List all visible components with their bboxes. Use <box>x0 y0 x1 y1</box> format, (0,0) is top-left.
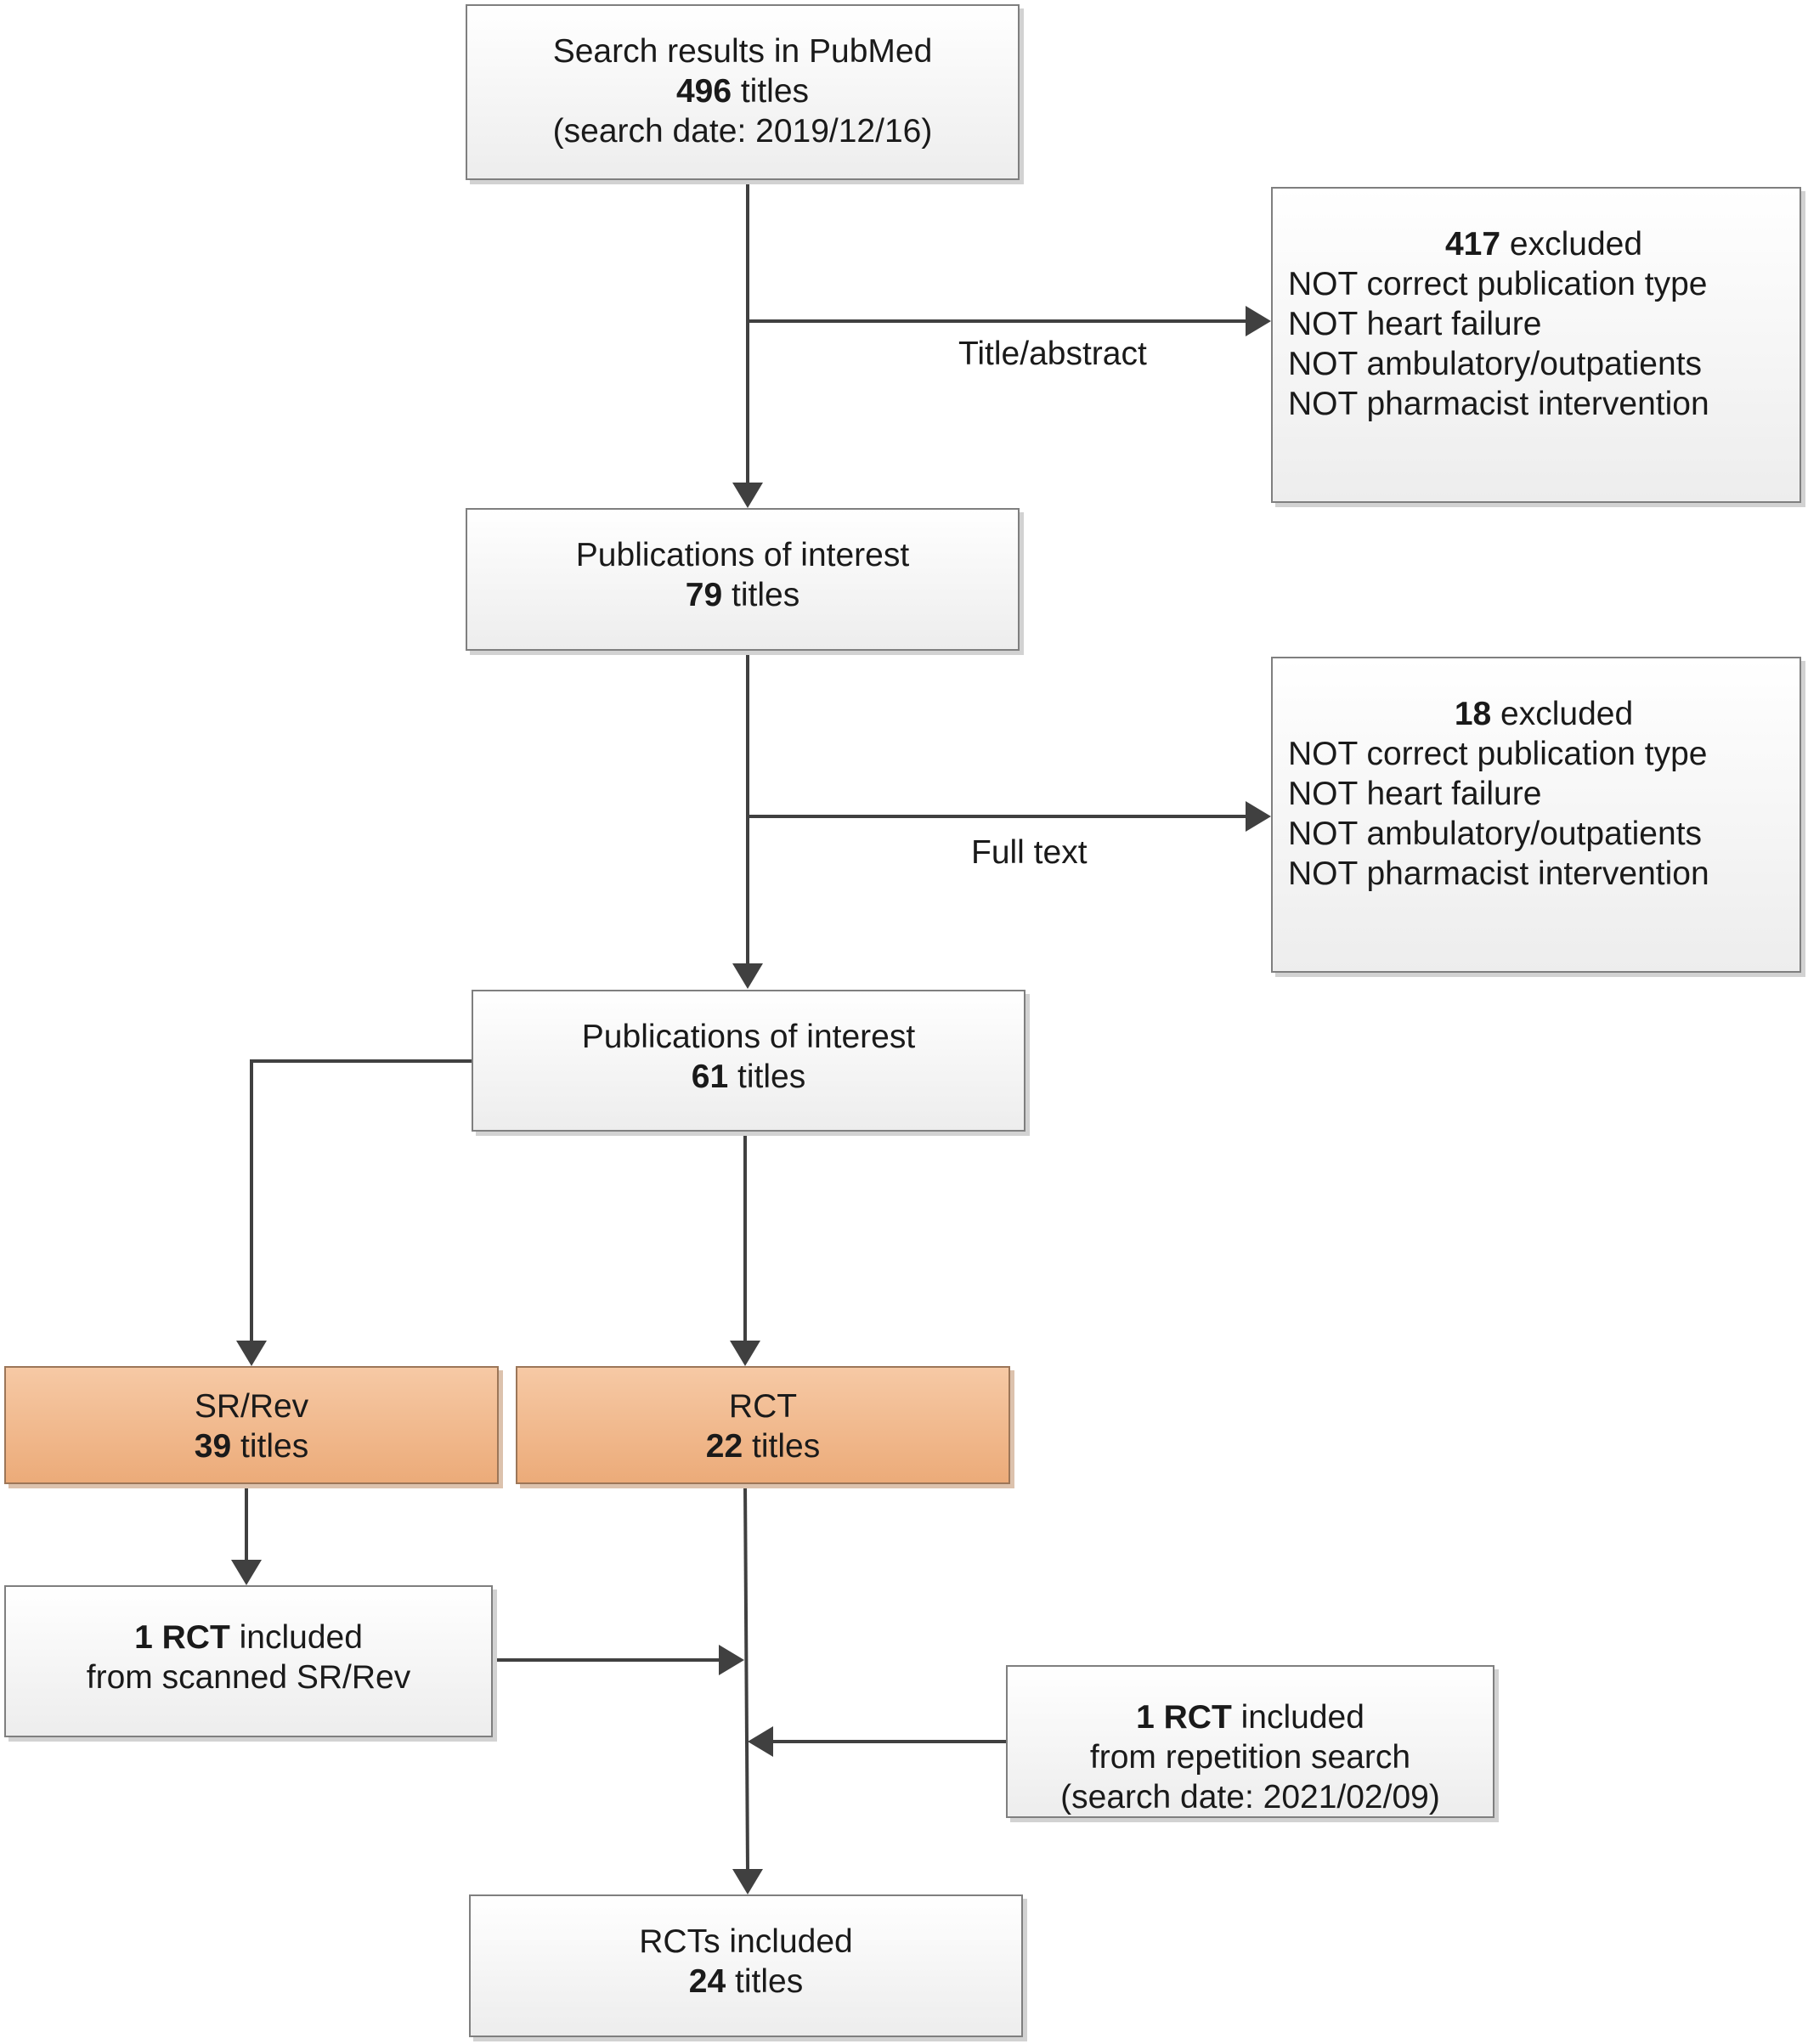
publications-of-interest-title: Publications of interest <box>581 1019 916 1055</box>
arrow-interest2-to-srrev <box>250 1059 472 1341</box>
rct-count: 22 titles <box>705 1428 821 1465</box>
sr-rev-title: SR/Rev <box>194 1388 309 1425</box>
exclusion-reason: NOT correct publication type <box>1288 266 1708 302</box>
rct-title: RCT <box>728 1388 798 1425</box>
arrow-rct-to-final <box>743 1483 749 1872</box>
publications-of-interest-box-1: Publications of interest 79 titles <box>466 508 1020 651</box>
arrowhead-interest1 <box>732 483 763 508</box>
publications-of-interest-box-2: Publications of interest 61 titles <box>472 990 1025 1132</box>
rct-repetition-source: from repetition search <box>1089 1739 1411 1776</box>
edge-label-full-text: Full text <box>971 834 1088 871</box>
arrowhead-excluded2 <box>1246 801 1271 832</box>
arrowhead-rct <box>730 1341 760 1366</box>
sr-rev-box: SR/Rev 39 titles <box>4 1366 499 1484</box>
rct-repetition-search-box: 1 RCT included from repetition search (s… <box>1006 1665 1494 1818</box>
rcts-included-box: RCTs included 24 titles <box>469 1894 1023 2037</box>
arrowhead-rctfromsr-main <box>719 1645 744 1675</box>
rct-from-sr-rev-source: from scanned SR/Rev <box>86 1659 411 1696</box>
arrowhead-final <box>732 1869 763 1894</box>
excluded-box-full-text: 18 excluded NOT correct publication type… <box>1271 657 1801 973</box>
exclusion-reason: NOT heart failure <box>1288 306 1542 342</box>
publications-of-interest-count: 61 titles <box>691 1059 806 1095</box>
rct-from-sr-rev-headline: 1 RCT included <box>134 1619 363 1656</box>
exclusion-reason: NOT ambulatory/outpatients <box>1288 816 1703 852</box>
rct-from-sr-rev-box: 1 RCT included from scanned SR/Rev <box>4 1585 493 1737</box>
arrowhead-srrev <box>236 1341 267 1366</box>
arrowhead-excluded1 <box>1246 306 1271 336</box>
search-results-count: 496 titles <box>675 73 810 110</box>
exclusion-reason: NOT pharmacist intervention <box>1288 855 1709 892</box>
exclusion-reason: NOT heart failure <box>1288 776 1542 812</box>
rct-box: RCT 22 titles <box>516 1366 1010 1484</box>
rcts-included-title: RCTs included <box>639 1923 853 1960</box>
exclusion-reason: NOT pharmacist intervention <box>1288 386 1709 422</box>
exclusion-reason: NOT ambulatory/outpatients <box>1288 346 1703 382</box>
excluded-box-title-abstract: 417 excluded NOT correct publication typ… <box>1271 187 1801 503</box>
publications-of-interest-title: Publications of interest <box>575 537 910 573</box>
arrowhead-rctfromsr <box>231 1560 262 1585</box>
exclusion-reason: NOT correct publication type <box>1288 736 1708 772</box>
excluded-count-2: 18 excluded <box>1454 696 1634 732</box>
sr-rev-count: 39 titles <box>194 1428 309 1465</box>
search-date: (search date: 2019/12/16) <box>552 113 933 150</box>
search-results-box: Search results in PubMed 496 titles (sea… <box>466 4 1020 180</box>
rct-repetition-date: (search date: 2021/02/09) <box>1060 1779 1440 1815</box>
edge-label-title-abstract: Title/abstract <box>958 336 1147 372</box>
arrowhead-interest2 <box>732 963 763 989</box>
excluded-count-1: 417 excluded <box>1444 226 1643 263</box>
arrowhead-repetition-main <box>748 1726 773 1757</box>
rcts-included-count: 24 titles <box>688 1963 804 2000</box>
rct-repetition-headline: 1 RCT included <box>1136 1699 1364 1736</box>
search-results-title: Search results in PubMed <box>552 33 933 70</box>
publications-of-interest-count: 79 titles <box>685 577 800 613</box>
